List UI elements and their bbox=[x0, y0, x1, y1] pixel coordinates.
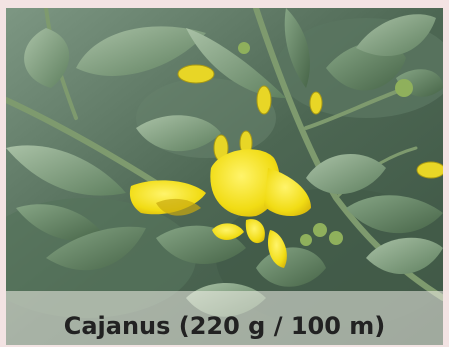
main-flower bbox=[210, 149, 311, 268]
small-flower bbox=[129, 180, 206, 216]
photo-caption: Cajanus (220 g / 100 m) bbox=[63, 312, 386, 340]
green-buds bbox=[238, 42, 413, 246]
pigeon-pea-illustration bbox=[6, 8, 443, 345]
plant-photo: Cajanus (220 g / 100 m) bbox=[6, 8, 443, 345]
flower-buds bbox=[177, 64, 443, 179]
caption-band bbox=[6, 291, 443, 345]
